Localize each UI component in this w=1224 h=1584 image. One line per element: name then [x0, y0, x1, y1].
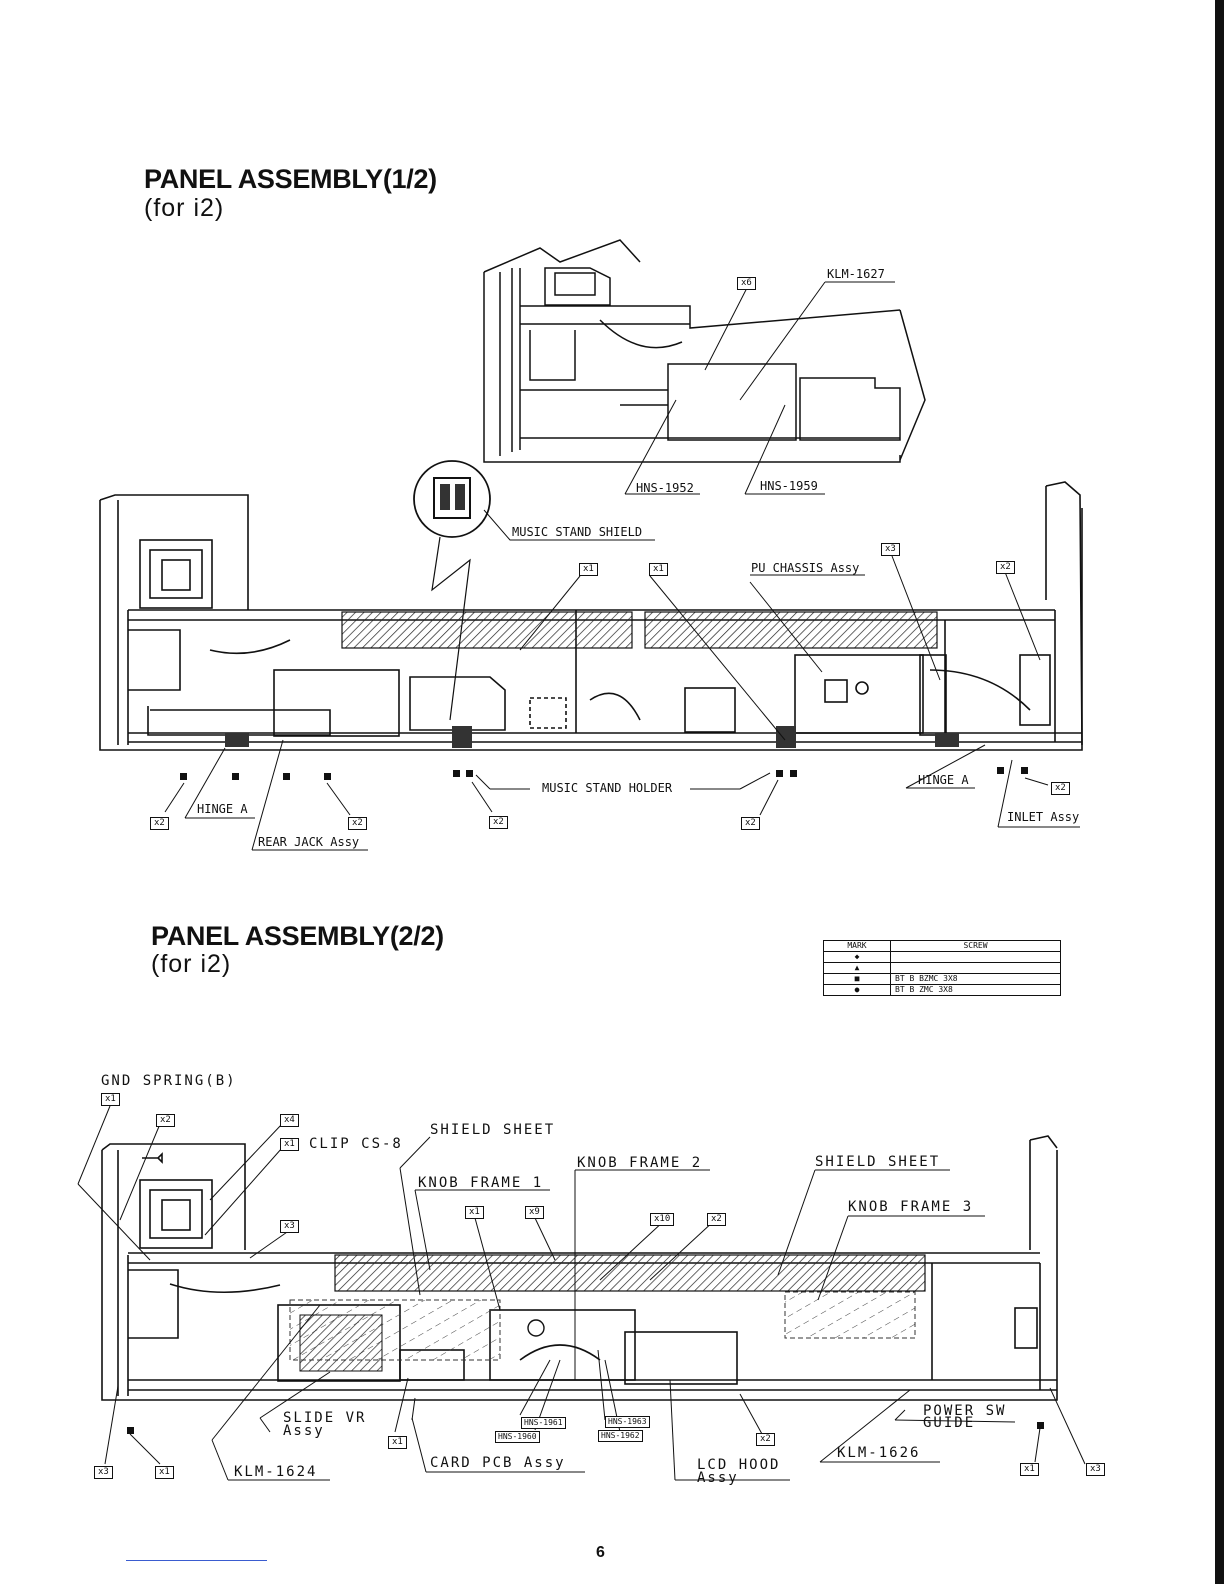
legend-mark: ●: [823, 984, 891, 996]
qty-badge-x3-bottom-right: x3: [1086, 1463, 1105, 1476]
qty-badge-x1-card: x1: [388, 1436, 407, 1449]
qty-badge-x2-bottom-left: x2: [150, 817, 169, 830]
legend-screw: [890, 951, 1061, 963]
label-knob-frame-3: KNOB FRAME 3: [848, 1199, 974, 1215]
qty-badge-x1-clip: x1: [280, 1138, 299, 1151]
qty-badge-x2-inlet: x2: [1051, 782, 1070, 795]
label-shield-sheet-right: SHIELD SHEET: [815, 1154, 941, 1170]
section1-title: PANEL ASSEMBLY(1/2): [144, 164, 437, 194]
qty-badge-x6: x6: [737, 277, 756, 290]
label-shield-sheet-left: SHIELD SHEET: [430, 1122, 556, 1138]
qty-badge-x1-knob: x1: [465, 1206, 484, 1219]
label-hns-1960: HNS-1960: [495, 1431, 540, 1443]
qty-badge-x2-knob: x2: [707, 1213, 726, 1226]
qty-badge-x3: x3: [881, 543, 900, 556]
qty-badge-x1-bottom-right: x1: [1020, 1463, 1039, 1476]
label-knob-frame-2: KNOB FRAME 2: [577, 1155, 703, 1171]
qty-badge-x4: x4: [280, 1114, 299, 1127]
qty-badge-x1-gnd: x1: [101, 1093, 120, 1106]
qty-badge-x1-left: x1: [579, 563, 598, 576]
screw-legend-table: MARK SCREW ◆ ▲ ■BT B BZMC 3X8 ●BT B ZMC …: [823, 940, 1061, 996]
legend-mark: ◆: [823, 951, 891, 963]
label-knob-frame-1: KNOB FRAME 1: [418, 1175, 544, 1191]
qty-badge-x1-right: x1: [649, 563, 668, 576]
legend-screw: [890, 962, 1061, 974]
page-right-edge-bar: [1215, 0, 1224, 1584]
label-hns-1962: HNS-1962: [598, 1430, 643, 1442]
label-card-pcb-assy: CARD PCB Assy: [430, 1455, 566, 1471]
label-hns-1952: HNS-1952: [636, 481, 694, 495]
qty-badge-x2-top: x2: [996, 561, 1015, 574]
label-rear-jack-assy: REAR JACK Assy: [258, 835, 360, 849]
label-inlet-assy: INLET Assy: [1007, 810, 1080, 824]
label-power-sw: POWER SW: [923, 1403, 1007, 1419]
legend-mark: ■: [823, 973, 891, 985]
label-slide-vr: SLIDE VR: [283, 1410, 367, 1426]
label-hinge-a-left: HINGE A: [197, 802, 248, 816]
label-lcd-hood: LCD HOOD: [697, 1457, 781, 1473]
qty-badge-x2-rear-jack: x2: [348, 817, 367, 830]
section1-subtitle: (for i2): [144, 194, 225, 222]
legend-header-screw: SCREW: [890, 940, 1061, 952]
section2-title: PANEL ASSEMBLY(2/2): [151, 921, 444, 951]
page-number: 6: [596, 1544, 605, 1561]
footer-rule: [126, 1560, 267, 1561]
label-lcd-hood-assy: Assy: [697, 1470, 739, 1486]
qty-badge-x3-mid: x3: [280, 1220, 299, 1233]
panel-assembly-1-diagram: [99, 239, 1083, 851]
qty-badge-x2-holder-left: x2: [489, 816, 508, 829]
legend-mark: ▲: [823, 962, 891, 974]
legend-header-mark: MARK: [823, 940, 891, 952]
qty-badge-x1-bottom-left: x1: [155, 1466, 174, 1479]
label-gnd-spring-b: GND SPRING(B): [101, 1073, 237, 1089]
label-hns-1963: HNS-1963: [605, 1416, 650, 1428]
label-pu-chassis-assy: PU CHASSIS Assy: [751, 561, 860, 575]
label-power-sw-guide: GUIDE: [923, 1415, 976, 1431]
label-hinge-a-right: HINGE A: [918, 773, 969, 787]
label-klm-1626: KLM-1626: [837, 1445, 921, 1461]
legend-screw: BT B ZMC 3X8: [890, 984, 1061, 996]
label-clip-cs-8: CLIP CS-8: [309, 1136, 403, 1152]
label-music-stand-holder: MUSIC STAND HOLDER: [542, 781, 673, 795]
legend-screw: BT B BZMC 3X8: [890, 973, 1061, 985]
label-klm-1624: KLM-1624: [234, 1464, 318, 1480]
qty-badge-x2-holder-right: x2: [741, 817, 760, 830]
label-music-stand-shield: MUSIC STAND SHIELD: [512, 525, 643, 539]
label-slide-vr-assy: Assy: [283, 1423, 325, 1439]
label-klm-1627: KLM-1627: [827, 267, 885, 281]
label-hns-1961: HNS-1961: [521, 1417, 566, 1429]
qty-badge-x10: x10: [650, 1213, 675, 1226]
section2-subtitle: (for i2): [151, 950, 232, 978]
label-hns-1959: HNS-1959: [760, 479, 818, 493]
qty-badge-x9: x9: [525, 1206, 544, 1219]
qty-badge-x2-lcd: x2: [756, 1433, 775, 1446]
qty-badge-x3-bottom-left: x3: [94, 1466, 113, 1479]
panel-assembly-2-diagram: [77, 1105, 1086, 1481]
qty-badge-x2-left: x2: [156, 1114, 175, 1127]
